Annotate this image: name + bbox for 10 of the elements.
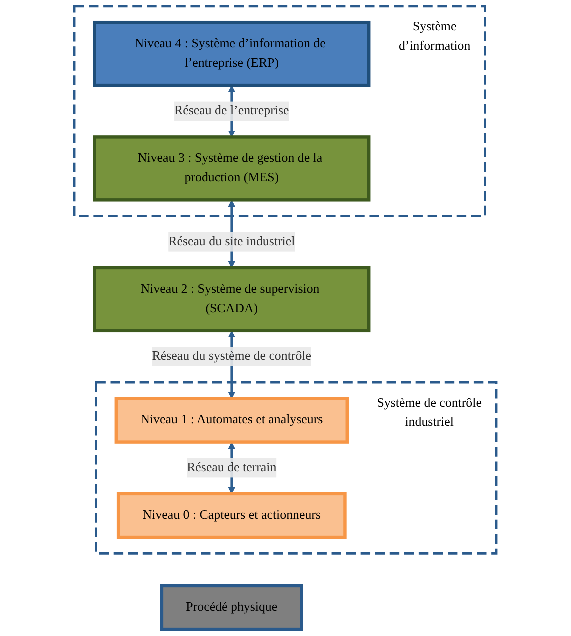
- edge-label: Réseau du système de contrôle: [152, 349, 312, 364]
- node-box: Niveau 0 : Capteurs et actionneurs: [116, 492, 347, 540]
- edge-label: Réseau du site industriel: [168, 234, 296, 249]
- edge-label: Réseau de terrain: [187, 460, 277, 475]
- node-box: Niveau 4 : Système d’information de l’entreprise (ERP): [93, 20, 371, 88]
- node-box: Niveau 1 : Automates et analyseurs: [114, 397, 349, 444]
- edge-label: Réseau de l’entreprise: [174, 104, 290, 118]
- node-box: Procédé physique: [160, 584, 304, 632]
- node-box: Niveau 2 : Système de supervision (SCADA): [93, 266, 371, 333]
- node-box: Niveau 3 : Système de gestion de la production (MES): [93, 136, 371, 202]
